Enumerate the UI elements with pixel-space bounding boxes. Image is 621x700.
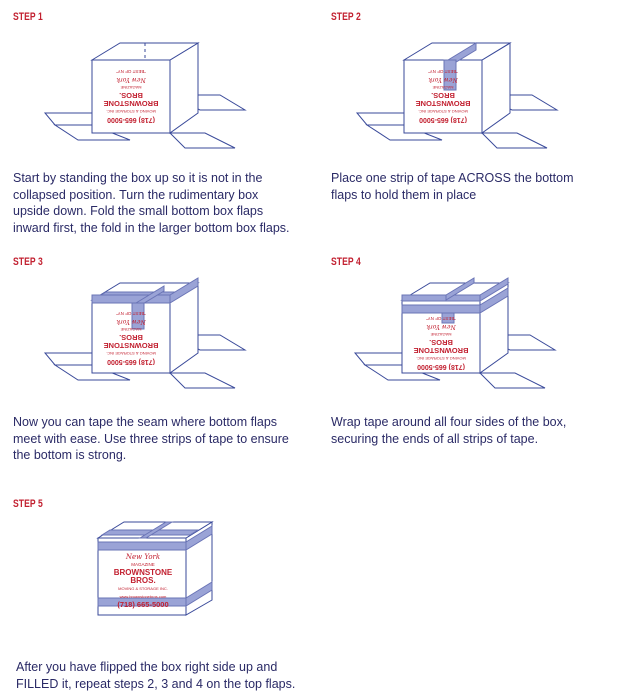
box-print-subtitle: MOVING & STORAGE INC. xyxy=(118,586,168,591)
step-3-box-illustration xyxy=(40,265,250,390)
box-print-script: New York xyxy=(116,318,146,325)
box-print-brand: BROWNSTONE BROS. xyxy=(415,91,471,108)
step-3-description: Now you can tape the seam where bottom f… xyxy=(13,414,289,464)
step-1-label: STEP 1 xyxy=(13,11,43,23)
box-print-subtitle: MOVING & STORAGE INC. xyxy=(106,109,156,114)
box-print-script: New York xyxy=(426,323,456,330)
box-print-subtitle: MOVING & STORAGE INC. xyxy=(418,109,468,114)
step-2-label: STEP 2 xyxy=(331,11,361,23)
box-print-magazine: MAGAZINE xyxy=(430,332,452,337)
box-print-web: www.brownstonebros.com xyxy=(119,594,167,599)
description-line: Now you can tape the seam where bottom f… xyxy=(13,415,278,429)
box-print-script: New York xyxy=(428,76,458,83)
description-line: meet with ease. Use three strips of tape… xyxy=(13,431,289,446)
box-print-subtitle: MOVING & STORAGE INC. xyxy=(416,356,466,361)
description-line: Wrap tape around all four sides of the b… xyxy=(331,415,567,429)
description-line: Place one strip of tape ACROSS the botto… xyxy=(331,171,574,185)
step-3-label: STEP 3 xyxy=(13,256,43,268)
box-print-phone: (718) 665-5000 xyxy=(419,116,467,123)
box-print-magazine: MAGAZINE xyxy=(120,85,142,90)
box-print-magazine: MAGAZINE xyxy=(131,562,155,567)
step-5-label: STEP 5 xyxy=(13,498,43,510)
description-line: Start by standing the box up so it is no… xyxy=(13,171,263,185)
box-print-phone: (718) 665-5000 xyxy=(417,363,465,370)
description-line: inward first, the fold in the larger bot… xyxy=(13,220,290,235)
step-4-box-illustration xyxy=(350,265,560,390)
box-print-brand: BROWNSTONE BROS. xyxy=(103,91,159,108)
step-3-box-print: (718) 665-5000 MOVING & STORAGE INC. BRO… xyxy=(92,310,170,365)
description-line: the bottom is strong. xyxy=(13,448,127,462)
box-print-award: "BEST OF NY" xyxy=(426,316,456,321)
step-2-box-print: (718) 665-5000 MOVING & STORAGE INC. BRO… xyxy=(404,68,482,123)
box-print-phone: (718) 665-5000 xyxy=(107,358,155,365)
description-line: securing the ends of all strips of tape. xyxy=(331,431,539,446)
step-5-box-print: New York MAGAZINE BROWNSTONE BROS. MOVIN… xyxy=(100,553,186,609)
box-print-script: New York xyxy=(116,76,146,83)
step-4-box-print: (718) 665-5000 MOVING & STORAGE INC. BRO… xyxy=(402,316,480,370)
box-print-phone: (718) 665-5000 xyxy=(117,600,169,609)
step-5-box-illustration xyxy=(90,510,220,620)
step-2-description: Place one strip of tape ACROSS the botto… xyxy=(331,170,574,203)
box-print-brand: BROWNSTONE BROS. xyxy=(103,333,159,350)
description-line: flaps to hold them in place xyxy=(331,187,477,202)
step-4-description: Wrap tape around all four sides of the b… xyxy=(331,414,566,447)
description-line: After you have flipped the box right sid… xyxy=(16,660,278,674)
box-print-award: "BEST OF NY" xyxy=(116,69,146,74)
box-print-brand: BROWNSTONE BROS. xyxy=(113,568,173,585)
description-line: FILLED it, repeat steps 2, 3 and 4 on th… xyxy=(16,676,296,691)
box-print-award: "BEST OF NY" xyxy=(116,311,146,316)
box-print-magazine: MAGAZINE xyxy=(432,85,454,90)
step-5-description: After you have flipped the box right sid… xyxy=(16,659,295,692)
description-line: collapsed position. Turn the rudimentary… xyxy=(13,187,259,202)
box-print-phone: (718) 665-5000 xyxy=(107,116,155,123)
step-1-box-illustration xyxy=(40,25,250,150)
step-2-box-illustration xyxy=(352,25,562,150)
box-print-magazine: MAGAZINE xyxy=(120,327,142,332)
box-print-award: "BEST OF NY" xyxy=(428,69,458,74)
box-print-script: New York xyxy=(125,553,161,561)
box-print-brand: BROWNSTONE BROS. xyxy=(413,338,469,355)
box-print-subtitle: MOVING & STORAGE INC. xyxy=(106,351,156,356)
step-4-label: STEP 4 xyxy=(331,256,361,268)
step-1-description: Start by standing the box up so it is no… xyxy=(13,170,290,236)
description-line: upside down. Fold the small bottom box f… xyxy=(13,204,264,218)
step-1-box-print: (718) 665-5000 MOVING & STORAGE INC. BRO… xyxy=(92,68,170,123)
